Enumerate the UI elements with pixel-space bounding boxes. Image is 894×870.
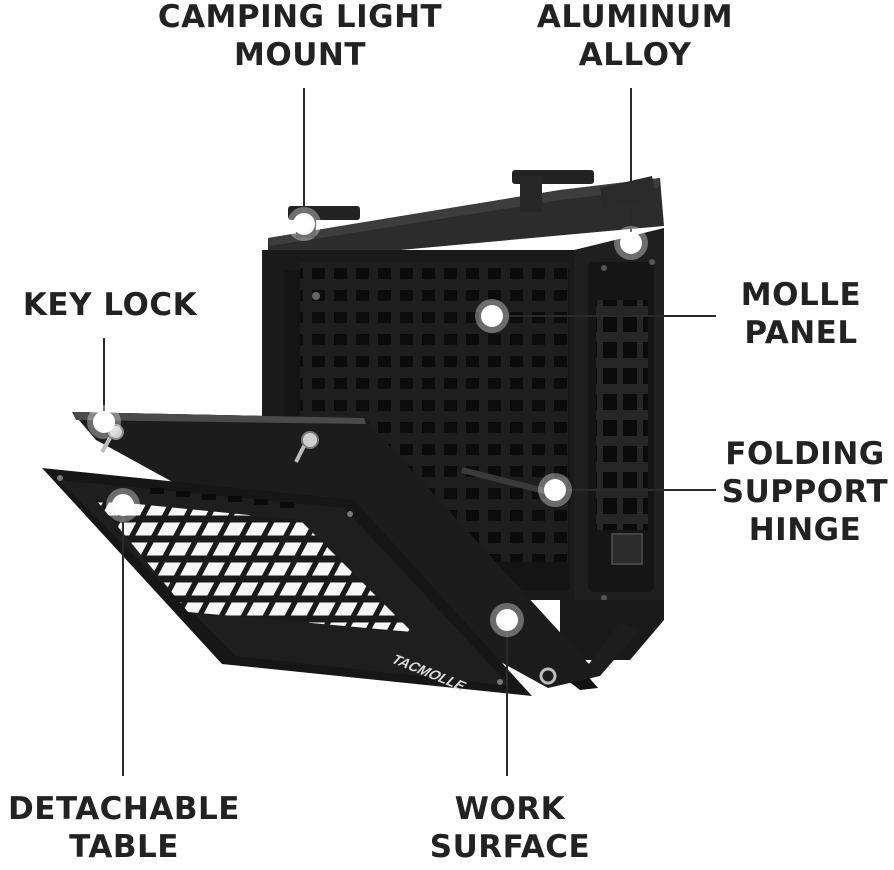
label-key-lock: KEY LOCK (22, 287, 198, 323)
label-folding-support-hinge: FOLDING SUPPORT HINGE (721, 436, 889, 548)
callout-dot-camping-light-mount (287, 207, 321, 241)
callout-dot-aluminum-alloy (614, 226, 648, 260)
callout-dot-work-surface (490, 603, 524, 637)
folding-hinge-arm (580, 622, 640, 676)
label-camping-light-mount: CAMPING LIGHT MOUNT (157, 0, 443, 73)
callout-dot-molle-panel (475, 299, 509, 333)
callout-dot-key-lock (87, 405, 121, 439)
callout-dot-detachable-table (106, 488, 140, 522)
callout-dots (87, 207, 648, 637)
label-aluminum-alloy: ALUMINUM ALLOY (536, 0, 734, 73)
label-detachable-table: DETACHABLE TABLE (8, 791, 240, 865)
label-molle-panel: MOLLE PANEL (740, 277, 862, 351)
callout-lines (103, 88, 716, 776)
callout-dot-folding-support-hinge (538, 473, 572, 507)
detachable-table: TACMOLLE (42, 468, 532, 696)
label-work-surface: WORK SURFACE (429, 791, 591, 865)
